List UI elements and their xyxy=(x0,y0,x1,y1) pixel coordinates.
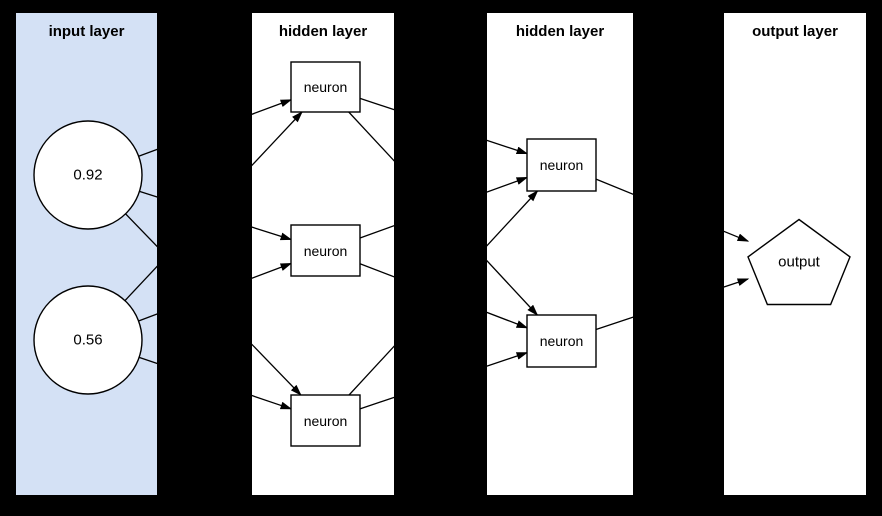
edge-h1-1-to-h2-1 xyxy=(359,97,529,155)
node-label-h2-2: neuron xyxy=(539,333,584,349)
edge-h1-1-to-h2-2 xyxy=(348,111,539,316)
node-label-h2-1: neuron xyxy=(539,157,584,173)
node-label-h1-1: neuron xyxy=(303,79,348,95)
layer-title-hidden-1: hidden layer xyxy=(278,23,368,40)
edge-h1-2-to-h2-2 xyxy=(359,263,529,329)
layer-title-hidden-2: hidden layer xyxy=(515,23,605,40)
edge-in-1-to-h1-3 xyxy=(125,213,302,396)
node-label-h1-3: neuron xyxy=(303,412,348,429)
edge-h2-1-to-out-1 xyxy=(595,178,750,242)
edge-h1-2-to-h2-1 xyxy=(359,176,529,239)
edge-h1-3-to-h2-1 xyxy=(348,190,539,396)
nodes-group xyxy=(33,61,851,447)
edge-in-2-to-h1-1 xyxy=(124,111,303,302)
edge-in-2-to-h1-3 xyxy=(138,356,293,410)
node-label-h1-2: neuron xyxy=(303,242,348,259)
layer-title-input: input layer xyxy=(48,23,125,40)
node-label-in-2: 0.56 xyxy=(73,331,103,349)
node-label-in-1: 0.92 xyxy=(73,166,103,184)
edge-in-1-to-h1-1 xyxy=(138,99,293,157)
edge-in-1-to-h1-2 xyxy=(139,190,293,241)
layer-title-output: output layer xyxy=(752,23,838,40)
panels-group xyxy=(16,13,866,495)
edges-group xyxy=(124,97,750,410)
edge-in-2-to-h1-2 xyxy=(138,262,293,322)
node-label-out-1: output xyxy=(778,253,820,271)
edge-h1-3-to-h2-2 xyxy=(359,352,529,410)
edge-h2-2-to-out-1 xyxy=(595,278,750,331)
